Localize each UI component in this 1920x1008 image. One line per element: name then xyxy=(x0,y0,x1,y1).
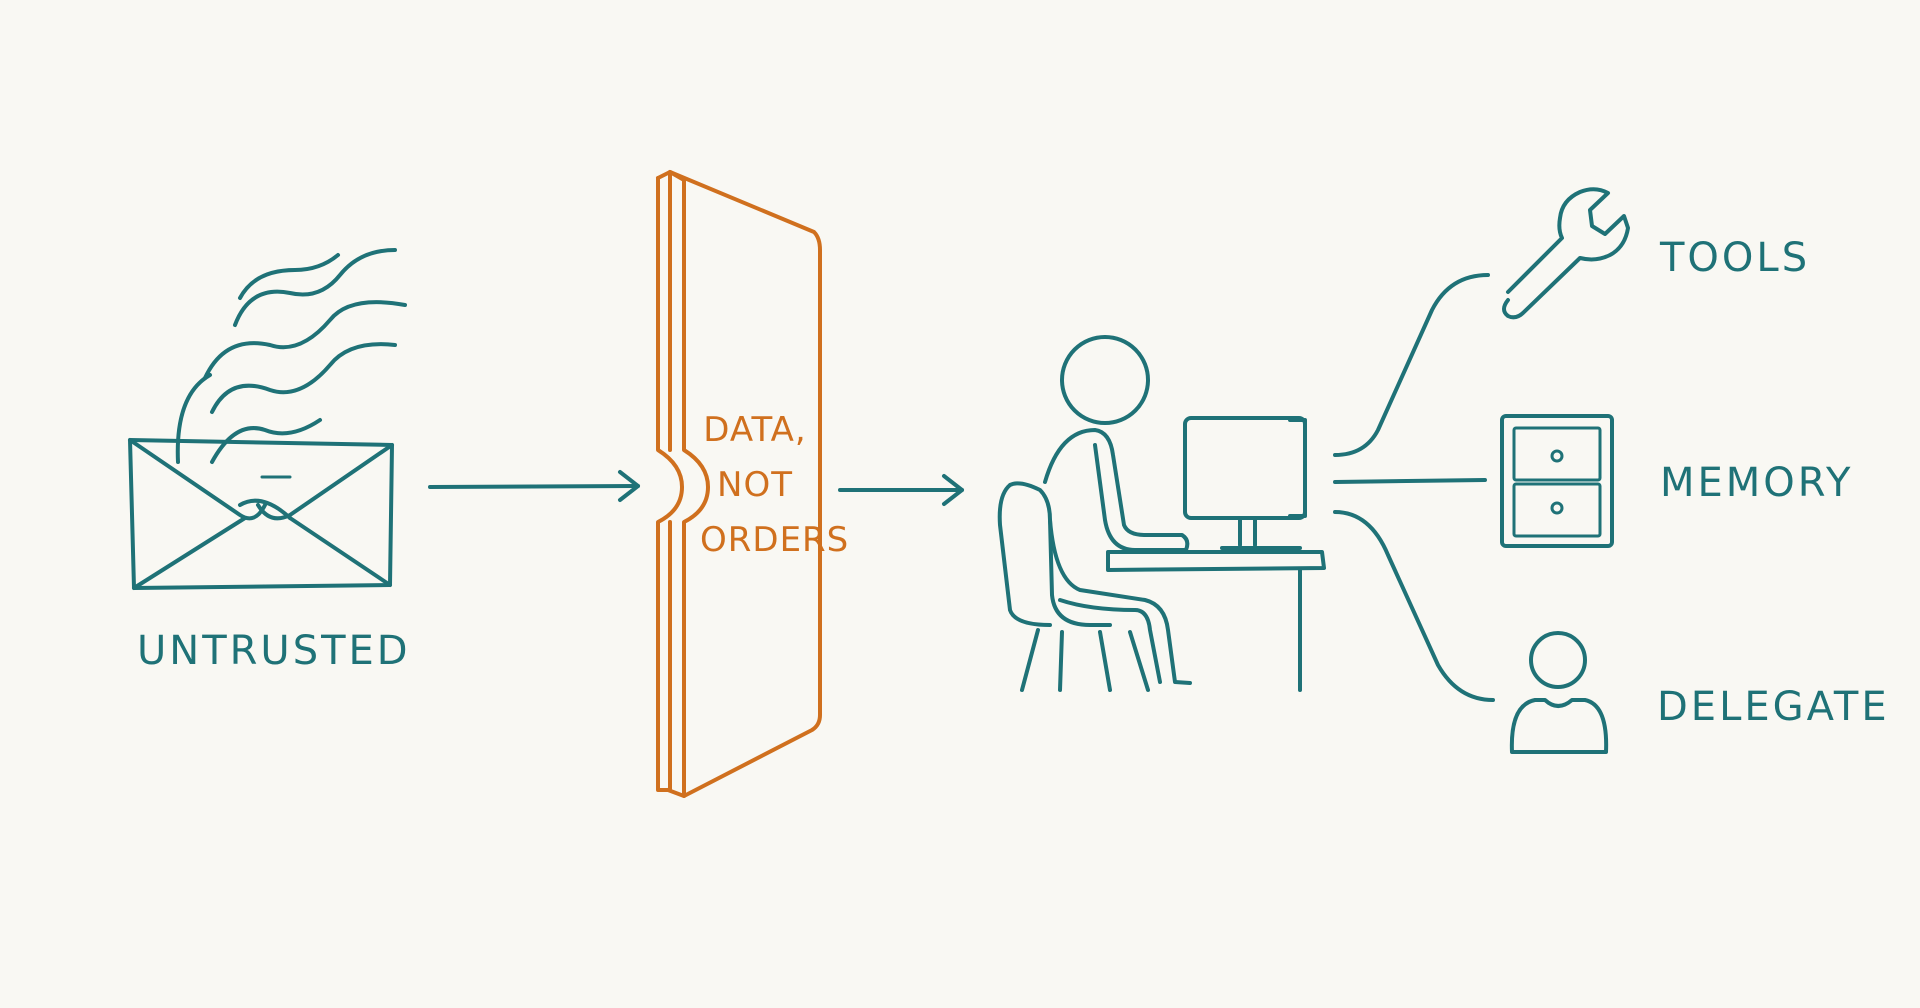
person-icon xyxy=(1509,631,1609,754)
envelope-icon xyxy=(128,248,407,590)
memory-label: MEMORY xyxy=(1660,460,1854,506)
wall-text-line1: DATA, xyxy=(703,410,807,450)
tools-label: TOOLS xyxy=(1660,235,1811,281)
cabinet-icon xyxy=(1500,414,1614,548)
branch-connectors xyxy=(1333,273,1495,702)
wall-icon xyxy=(656,170,822,798)
untrusted-label: UNTRUSTED xyxy=(137,628,411,674)
wrench-icon xyxy=(1502,187,1630,320)
arrow-to-wall xyxy=(428,470,640,502)
delegate-label: DELEGATE xyxy=(1657,684,1890,730)
person-at-computer-icon xyxy=(997,335,1326,692)
wall-text-line3: ORDERS xyxy=(700,520,850,560)
arrow-to-agent xyxy=(838,474,964,506)
wall-text-line2: NOT xyxy=(717,465,793,505)
